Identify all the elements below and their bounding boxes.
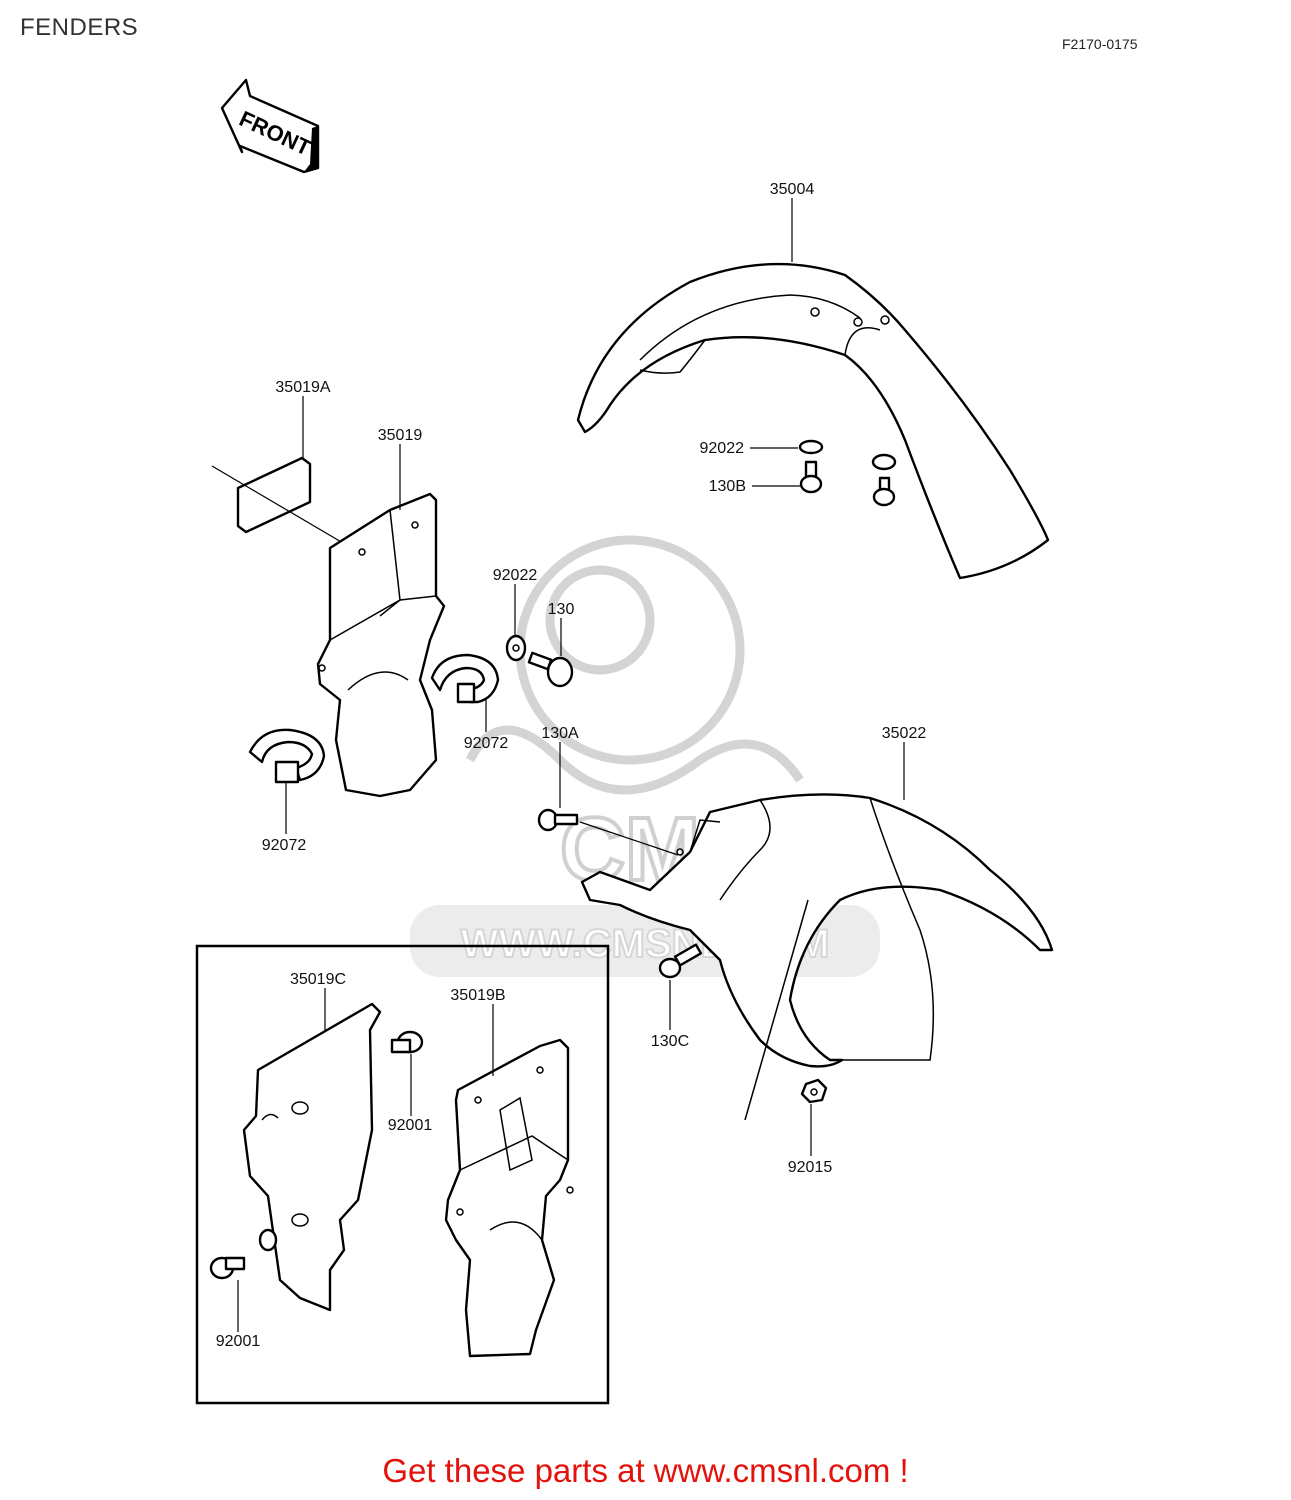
bolt-130c — [658, 943, 703, 979]
label-35019: 35019 — [378, 427, 423, 444]
label-92022-mid: 92022 — [493, 567, 538, 584]
label-35004: 35004 — [770, 181, 815, 198]
label-92015: 92015 — [788, 1159, 833, 1176]
leader-lines — [237, 198, 905, 1332]
clamp-92072-mid — [430, 653, 500, 704]
page-title: FENDERS — [20, 14, 139, 41]
label-130c: 130C — [651, 1033, 689, 1050]
washer-92022-mid — [505, 634, 527, 662]
label-130a: 130A — [541, 725, 579, 742]
cover-35019b — [444, 1038, 574, 1358]
label-92072-left: 92072 — [262, 837, 307, 854]
label-35019a: 35019A — [275, 379, 330, 396]
label-35019c: 35019C — [290, 971, 346, 988]
nut-92015 — [800, 1078, 828, 1104]
label-35022: 35022 — [882, 725, 927, 742]
label-92001-mid: 92001 — [388, 1117, 433, 1134]
diagram-reference-code: F2170-0175 — [1062, 36, 1138, 52]
washer-92022-top — [798, 439, 897, 471]
bolt-92001-low — [209, 1256, 246, 1280]
clamp-92072-left — [248, 728, 326, 784]
bolt-130 — [527, 651, 574, 688]
cover-35019 — [316, 492, 446, 798]
front-fender-35004 — [576, 262, 1050, 580]
bolt-92001-mid — [390, 1030, 424, 1054]
label-130b: 130B — [709, 478, 746, 495]
label-35019b: 35019B — [450, 987, 505, 1004]
bolt-130b — [799, 460, 896, 507]
part-labels: 35004 92022 130B 35019A 35019 92022 130 … — [216, 181, 927, 1350]
label-130: 130 — [548, 601, 575, 618]
footer-promo-link[interactable]: Get these parts at www.cmsnl.com ! — [382, 1452, 909, 1489]
label-92001-low: 92001 — [216, 1333, 261, 1350]
label-92022-top: 92022 — [700, 440, 745, 457]
label-92072-mid: 92072 — [464, 735, 509, 752]
rear-fender-35022 — [579, 793, 1054, 1121]
front-arrow-icon: FRONT — [220, 78, 320, 174]
cover-35019c — [242, 1002, 382, 1312]
bolt-130a — [537, 808, 579, 832]
option-inset-box — [195, 944, 610, 1405]
